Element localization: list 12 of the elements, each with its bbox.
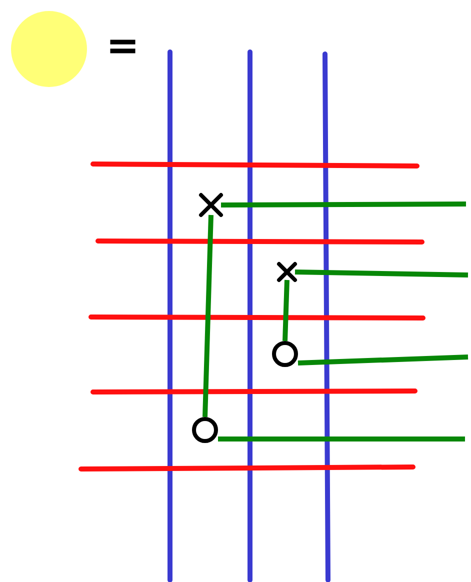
ring-mark	[272, 341, 298, 367]
connector-line	[282, 280, 290, 342]
cross-mark	[201, 195, 221, 215]
connector-line	[298, 354, 468, 366]
cross-mark	[279, 264, 295, 280]
connector-line	[294, 270, 468, 278]
connector-line	[218, 436, 465, 442]
equals-sign: =	[106, 26, 140, 66]
connector-line	[202, 214, 214, 418]
disk	[11, 11, 87, 87]
connector-line	[221, 202, 466, 208]
ring-mark	[192, 417, 218, 443]
